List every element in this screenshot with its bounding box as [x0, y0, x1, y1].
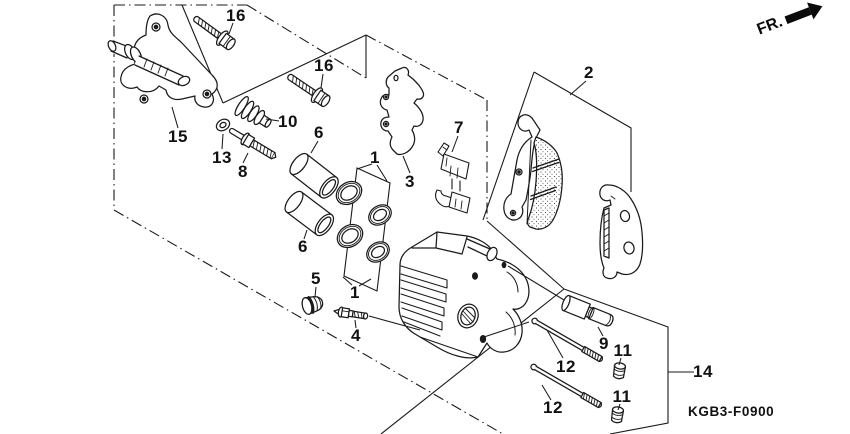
part-bleeder-cap-5 [301, 296, 324, 315]
part-callout-9: 9 [599, 334, 609, 353]
group-boundary-lines [181, 4, 669, 434]
part-brake-pad-2-b [599, 184, 644, 280]
part-callout-3: 3 [405, 172, 415, 191]
part-callout-1-a: 1 [370, 148, 380, 167]
part-callout-11-a: 11 [613, 341, 633, 360]
part-pad-spring-7 [434, 142, 471, 214]
part-washer-13 [215, 118, 231, 132]
part-piston-seal-1-b [332, 219, 368, 253]
part-callout-14: 14 [693, 362, 713, 381]
part-callout-16-b: 16 [314, 56, 334, 75]
part-sleeve-pin-9 [561, 294, 614, 327]
fr-arrow-icon [784, 7, 812, 25]
part-callout-12-a: 12 [556, 357, 576, 376]
part-callout-11-b: 11 [612, 387, 632, 406]
part-callout-6-a: 6 [314, 123, 324, 142]
part-callout-4: 4 [351, 326, 361, 345]
part-dust-seal-1-d [362, 237, 394, 267]
phantom-frame [113, 4, 504, 434]
part-pad-pin-12-a [530, 316, 605, 364]
part-bleed-valve-4 [333, 306, 369, 320]
part-callout-16-a: 16 [226, 6, 246, 25]
part-callout-12-b: 12 [543, 398, 563, 417]
part-callout-15: 15 [168, 127, 188, 146]
part-pin-bolt-8 [228, 127, 277, 160]
part-callout-8: 8 [238, 162, 248, 181]
part-callout-5: 5 [311, 269, 321, 288]
part-shim-plate-3 [379, 66, 425, 156]
part-callout-13: 13 [212, 148, 232, 167]
part-boot-10 [234, 96, 272, 128]
part-dust-seal-1-c [364, 200, 396, 230]
leader-lines [171, 22, 694, 411]
bracket-slide-arm [134, 55, 191, 87]
part-callout-6-b: 6 [298, 237, 308, 256]
part-bracket-15 [107, 13, 218, 108]
part-callout-2: 2 [584, 63, 594, 82]
part-caliper-body [398, 231, 530, 359]
part-cap-11-b [610, 405, 625, 425]
diagram-code: KGB3-F0900 [688, 404, 775, 419]
part-callout-1-b: 1 [350, 283, 360, 302]
part-brake-pad-2-a [503, 114, 563, 230]
part-callout-7: 7 [454, 118, 464, 137]
part-callout-10: 10 [278, 112, 298, 131]
